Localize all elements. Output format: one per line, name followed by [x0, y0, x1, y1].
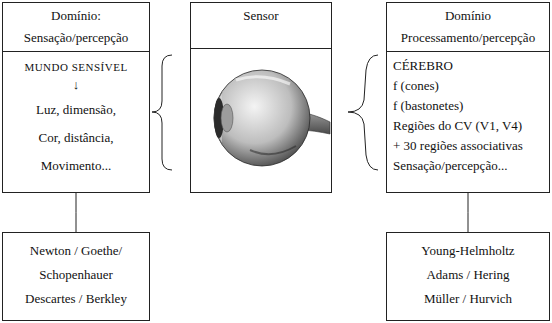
- list-line: Movimento...: [3, 152, 149, 180]
- domain-heading: Domínio: Sensação/percepção: [3, 3, 149, 52]
- right-brace: [348, 55, 378, 170]
- list-line: ↓: [3, 76, 149, 94]
- connector-line: [468, 193, 469, 232]
- list-line: Adams / Hering: [387, 263, 549, 287]
- domain-heading: Sensor: [191, 3, 331, 49]
- list-line: f (cones): [387, 76, 549, 96]
- list-line: CÉREBRO: [387, 56, 549, 76]
- domain-heading: Domínio Processamento/percepção: [387, 3, 549, 52]
- text-box: Domínio: Sensação/percepçãoMUNDO SENSÍVE…: [2, 2, 150, 193]
- list-line: Cor, distância,: [3, 124, 149, 152]
- text-box: Domínio Processamento/percepçãoCÉREBROf …: [386, 2, 550, 193]
- text-box: Young-HelmholtzAdams / HeringMüller / Hu…: [386, 232, 550, 321]
- list-line: Luz, dimensão,: [3, 96, 149, 124]
- list-line: Descartes / Berkley: [3, 287, 149, 311]
- list-line: + 30 regiões associativas: [387, 136, 549, 156]
- text-box: Newton / Goethe/SchopenhauerDescartes / …: [2, 232, 150, 321]
- list-line: Schopenhauer: [3, 263, 149, 287]
- left-brace: [152, 55, 172, 170]
- eye-illustration: [214, 70, 330, 166]
- list-line: Young-Helmholtz: [387, 239, 549, 263]
- list-line: MUNDO SENSÍVEL: [3, 58, 149, 76]
- list-line: Müller / Hurvich: [387, 287, 549, 311]
- list-line: Regiões do CV (V1, V4): [387, 116, 549, 136]
- list-line: Sensação/percepção...: [387, 156, 549, 176]
- list-line: f (bastonetes): [387, 96, 549, 116]
- list-line: Newton / Goethe/: [3, 239, 149, 263]
- text-box: Sensor: [190, 2, 332, 193]
- connector-line: [76, 193, 77, 232]
